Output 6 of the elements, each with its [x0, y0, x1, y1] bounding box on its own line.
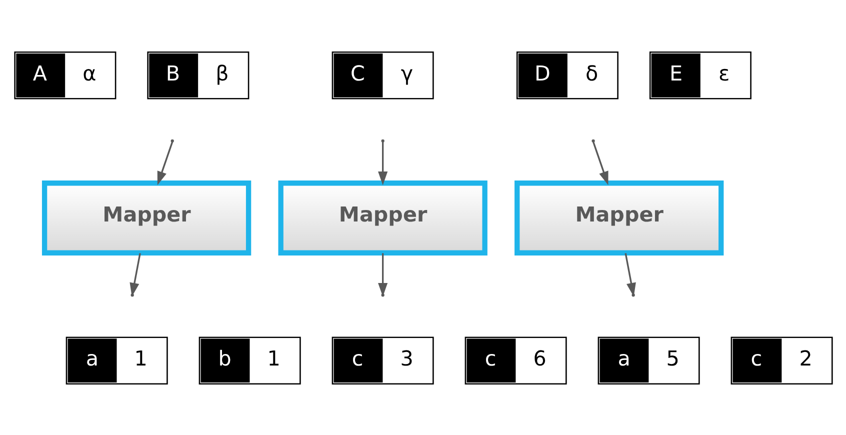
node-box: Mapper: [514, 180, 724, 255]
node-box: Mapper: [278, 180, 487, 255]
arrow: [156, 141, 173, 185]
arrow: [592, 141, 608, 185]
arrow: [378, 142, 388, 185]
node-box: Mapper: [41, 180, 251, 255]
